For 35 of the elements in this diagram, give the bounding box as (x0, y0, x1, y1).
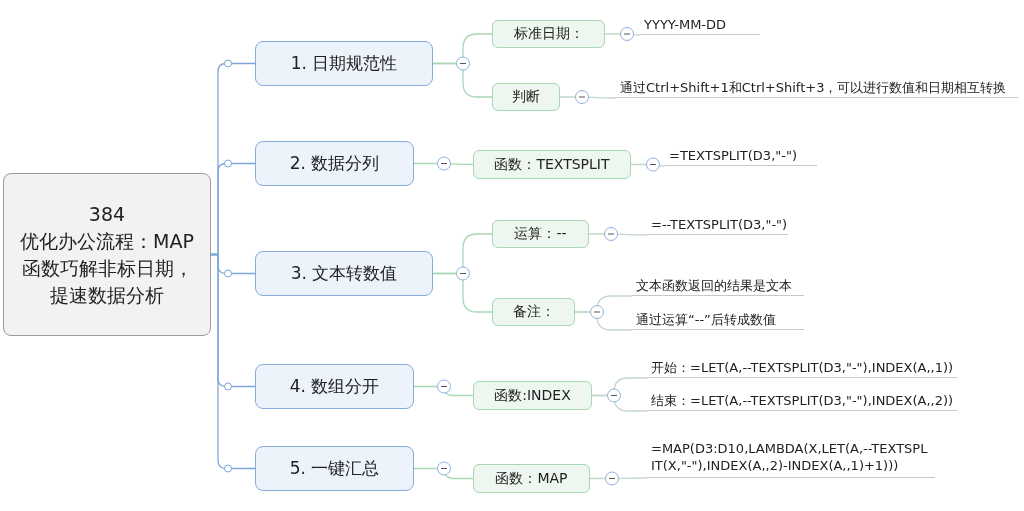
note-text: 文本函数返回的结果是文本 (632, 277, 804, 296)
connector-line (574, 311, 633, 331)
connector-line (432, 272, 493, 313)
note-text: 通过运算“--”后转成数值 (632, 311, 804, 330)
topic-number: 384 (88, 201, 126, 227)
branch-box: 3. 文本转数值 (255, 251, 433, 296)
branch-box: 4. 数组分开 (255, 364, 414, 409)
note-text: =TEXTSPLIT(D3,"-") (665, 147, 817, 166)
subtopic-box: 备注： (492, 298, 575, 326)
note-text: YYYY-MM-DD (640, 16, 760, 35)
topic-box (3, 173, 211, 336)
branch-box: 5. 一键汇总 (255, 446, 414, 491)
connector-line (413, 385, 474, 397)
note-text: =MAP(D3:D10,LAMBDA(X,LET(A,--TEXTSPLIT(X,"-"),INDEX(A,,2)-INDEX(A,,1)+1))) (647, 440, 935, 478)
connector-line (432, 62, 493, 98)
connector-line (559, 96, 617, 99)
note-text: 通过Ctrl+Shift+1和Ctrl+Shift+3，可以进行数值和日期相互转换 (616, 79, 1018, 98)
note-text: 结束：=LET(A,--TEXTSPLIT(D3,"-"),INDEX(A,,2)) (647, 392, 957, 411)
connector-line (589, 477, 648, 480)
note-text: 开始：=LET(A,--TEXTSPLIT(D3,"-"),INDEX(A,,1)) (647, 359, 957, 378)
subtopic-box: 判断 (492, 83, 560, 111)
subtopic-box: 标准日期： (492, 20, 605, 48)
connector-line (210, 253, 256, 470)
topic-title: 优化办公流程：MAP函数巧解非标日期，提速数据分析 (19, 228, 195, 308)
connector-line (413, 162, 474, 166)
subtopic-box: 函数：TEXTSPLIT (473, 150, 631, 179)
branch-box: 2. 数据分列 (255, 141, 414, 186)
note-text: =--TEXTSPLIT(D3,"-") (647, 216, 788, 235)
connector-line (413, 467, 474, 480)
branch-box: 1. 日期规范性 (255, 41, 433, 86)
subtopic-box: 函数：MAP (473, 464, 590, 493)
subtopic-box: 函数:INDEX (473, 381, 592, 410)
connector-line (588, 233, 648, 236)
connector-line (591, 394, 648, 412)
subtopic-box: 运算：-- (492, 220, 589, 248)
